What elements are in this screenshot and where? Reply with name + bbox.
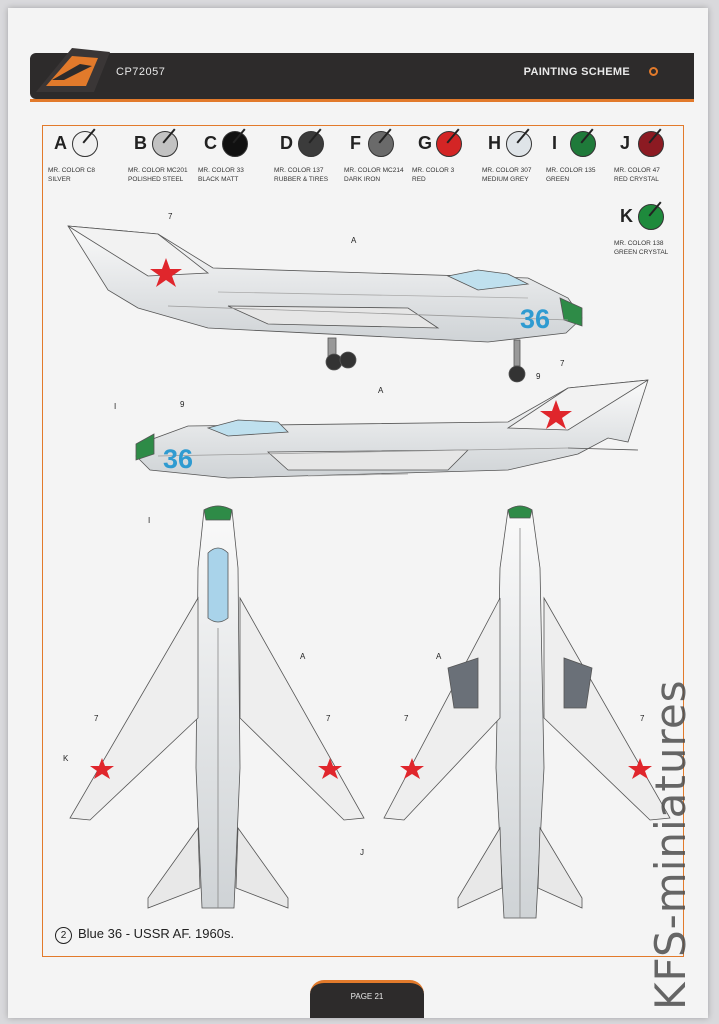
chip-letter: B (134, 133, 147, 153)
callout-a: A (378, 386, 384, 395)
chip-letter: G (418, 133, 433, 153)
chip-label: MR. COLOR MC214 (344, 167, 404, 174)
callout-k: K (63, 754, 69, 763)
callout-i: I (148, 516, 151, 525)
chip-name: GREEN CRYSTAL (614, 249, 669, 256)
scheme-frame (42, 125, 684, 957)
chip-label: MR. COLOR 135 (546, 167, 596, 174)
paint-swatch-icon (436, 131, 462, 157)
section-title: PAINTING SCHEME (523, 66, 630, 78)
callout-7: 7 (404, 714, 409, 723)
footer-tab (310, 980, 424, 1018)
chip-label: MR. COLOR 47 (614, 167, 660, 174)
paint-swatch-icon (222, 131, 248, 157)
chip-name: RED (412, 176, 426, 183)
chip-letter: C (204, 133, 217, 153)
paint-swatch-icon (72, 131, 98, 157)
scheme-number: 2 (55, 927, 72, 944)
page-number: PAGE 21 (350, 992, 384, 1001)
chip-letter: H (488, 133, 501, 153)
instruction-page: CP72057 PAINTING SCHEME A MR. COLOR C8 S… (8, 8, 708, 1018)
chip-letter: A (54, 133, 67, 153)
scheme-title: Blue 36 - USSR AF. 1960s. (78, 926, 235, 941)
callout-9: 9 (180, 400, 185, 409)
chip-name: SILVER (48, 176, 71, 183)
chip-name: POLISHED STEEL (128, 176, 184, 183)
chip-name: MEDIUM GREY (482, 176, 529, 183)
chip-label: MR. COLOR 307 (482, 167, 532, 174)
callout-j: J (360, 848, 364, 857)
callout-7: 7 (168, 212, 173, 221)
header-bar (30, 53, 694, 99)
callout-7: 7 (326, 714, 331, 723)
chip-label: MR. COLOR 33 (198, 167, 244, 174)
side-view-left (67, 225, 583, 383)
callout-i: I (114, 402, 117, 411)
watermark: KFS-miniatures (646, 679, 695, 1010)
paint-swatch-icon (298, 131, 324, 157)
brand-logo-icon (36, 48, 110, 92)
paint-swatch-icon (152, 131, 178, 157)
paint-swatch-icon (570, 131, 596, 157)
bottom-view (383, 505, 671, 919)
callout-7: 7 (94, 714, 99, 723)
paint-swatch-icon (368, 131, 394, 157)
chip-label: MR. COLOR 3 (412, 167, 455, 174)
callout-a: A (300, 652, 306, 661)
chip-name: GREEN (546, 176, 570, 183)
chip-letter: F (350, 133, 361, 153)
aircraft-drawings (67, 225, 671, 919)
chip-label: MR. COLOR 138 (614, 240, 664, 247)
scheme-caption: 2 Blue 36 - USSR AF. 1960s. (55, 926, 234, 944)
top-view (69, 505, 365, 909)
paint-swatch-icon (638, 131, 664, 157)
callout-7: 7 (560, 359, 565, 368)
chip-name: RED CRYSTAL (614, 176, 659, 183)
header-accent (30, 99, 694, 102)
chip-letter: D (280, 133, 293, 153)
red-star-icon (90, 258, 652, 779)
tail-number: 36 (520, 304, 551, 334)
paint-swatch-icon (506, 131, 532, 157)
callout-a: A (436, 652, 442, 661)
chip-name: RUBBER & TIRES (274, 176, 329, 183)
chip-label: MR. COLOR MC201 (128, 167, 188, 174)
chip-letter: J (620, 133, 631, 153)
paint-swatch-icon (638, 204, 664, 230)
chip-name: BLACK MATT (198, 176, 239, 183)
chip-label: MR. COLOR C8 (48, 167, 95, 174)
chip-letter: K (620, 206, 633, 226)
chip-name: DARK IRON (344, 176, 381, 183)
kit-code: CP72057 (116, 66, 166, 78)
callout-7: 7 (640, 714, 645, 723)
tail-number: 36 (163, 444, 194, 474)
side-view-right (135, 379, 649, 479)
callout-a: A (351, 236, 357, 245)
callout-9: 9 (536, 372, 541, 381)
chip-letter: I (552, 133, 558, 153)
chip-label: MR. COLOR 137 (274, 167, 324, 174)
target-dot-icon (649, 67, 658, 76)
